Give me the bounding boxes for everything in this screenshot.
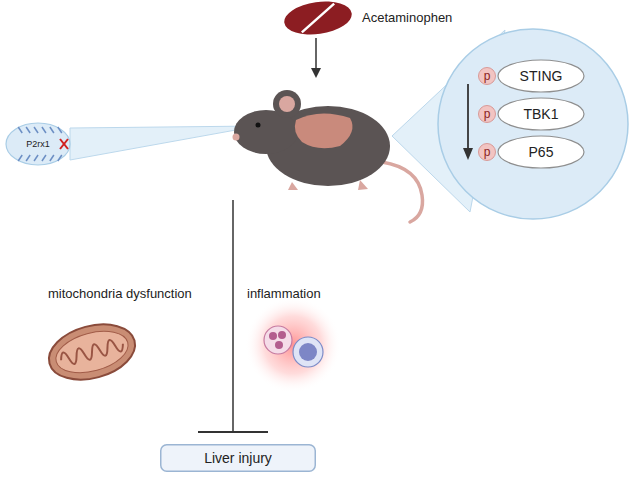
down-arrow-head (463, 148, 473, 160)
node-text: P2rx1 (26, 139, 50, 149)
inhibition-line (232, 200, 234, 431)
gene-ellipse: P2rx1 (5, 122, 71, 166)
process-label: inflammation (247, 286, 321, 301)
node-text: P65 (529, 144, 554, 160)
phospho-badge: p (478, 143, 496, 161)
immune-cells (245, 297, 341, 393)
down-arrow (467, 84, 469, 150)
phospho-badge: p (478, 67, 496, 85)
node-text: TBK1 (523, 106, 558, 122)
protein-oval: P65 (497, 135, 585, 169)
process-label: mitochondria dysfunction (48, 286, 192, 301)
mitochondrion (43, 315, 141, 388)
protein-oval: STING (497, 59, 585, 93)
drug-label: Acetaminophen (362, 10, 452, 25)
inhibition-bar (198, 431, 268, 433)
node-text: STING (520, 68, 563, 84)
node-text: Liver injury (204, 450, 272, 466)
protein-oval: TBK1 (497, 97, 585, 131)
magnifier-circle (438, 29, 628, 219)
mouse (233, 90, 423, 222)
pill (282, 0, 354, 39)
callout-cone (70, 126, 258, 160)
arrow-head (311, 68, 321, 78)
outcome-box: Liver injury (160, 444, 316, 472)
phospho-badge: p (478, 105, 496, 123)
arrow-line (315, 38, 317, 70)
